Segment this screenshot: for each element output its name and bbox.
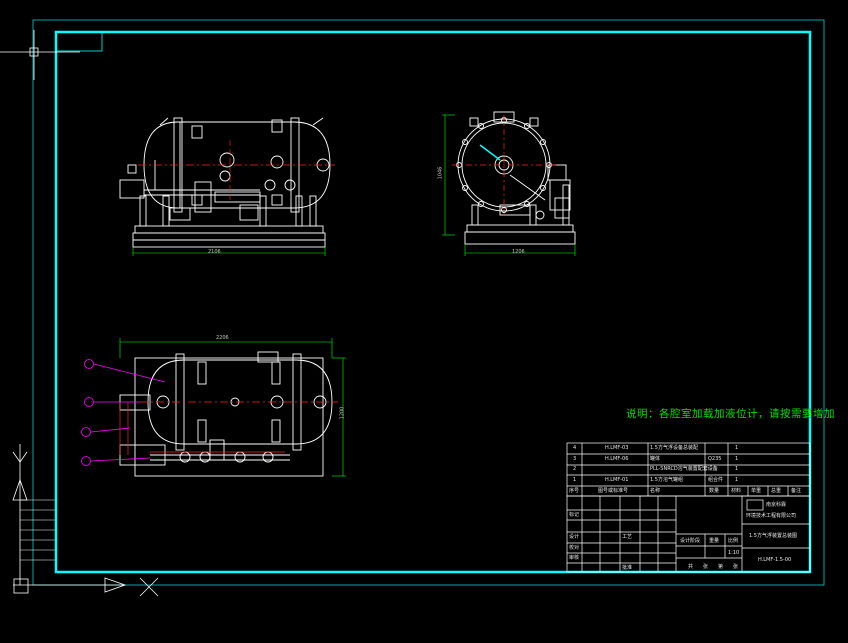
header-cell: 图号或标准号 [598,488,629,494]
header-cell: 数量 [709,488,720,494]
row-label: 工艺 [622,534,633,540]
part-code: H.LMF-06 [605,456,629,462]
part-qty: 1 [735,445,739,451]
dim-plan-width: 2206 [216,335,229,341]
row-label: 校对 [569,545,580,551]
part-qty: 1 [735,477,739,483]
side-view[interactable] [456,111,576,245]
sheet-label: 第 [718,564,724,570]
corner-box [55,31,103,52]
part-no: 3 [573,456,577,462]
part-name: PLL-SNRCD溶气装置配套设备 [650,466,718,472]
part-no: 2 [573,466,577,472]
drawing-number: H.LMF-1.5-00 [758,557,792,563]
row-label: 标记 [569,512,580,518]
row-label: 设计 [569,534,580,540]
drawing-note: 说明：各腔室加载加液位计，请按需要增加 [626,408,835,420]
header-cell: 序号 [569,488,580,494]
header-cell: 总重 [771,488,782,494]
front-view[interactable] [119,117,331,248]
part-name: 罐体 [650,456,661,462]
crosshair-cursor [0,30,80,80]
part-material: 组合件 [708,477,724,483]
drawing-border [54,30,812,574]
part-code: H.LMF-01 [605,477,629,483]
header-cell: 备注 [791,488,802,494]
part-qty: 1 [735,456,739,462]
row-label: 审核 [569,555,580,561]
scale-label: 比例 [728,538,739,544]
stage-label: 设计阶段 [680,538,701,544]
company-name-1: 南京科霖 [766,502,787,508]
front-dimension [132,247,326,256]
part-code: H.LMF-03 [605,445,629,451]
part-name: 1.5方溶气罐组 [650,477,683,483]
part-no: 4 [573,445,577,451]
scale-value: 1:10 [728,550,740,556]
header-cell: 材料 [731,488,742,494]
weight-label: 重量 [709,538,720,544]
sheet-label: 共 [688,564,694,570]
part-name: 1.5方气浮设备总装配 [650,445,698,451]
header-cell: 名称 [650,488,661,494]
part-qty: 1 [735,466,739,472]
part-material: Q235 [708,456,722,462]
dim-plan-height: 1200 [339,406,346,420]
title-block[interactable] [566,495,811,573]
dim-front-width: 2106 [208,249,221,255]
header-cell: 单重 [751,488,762,494]
plan-view[interactable] [119,351,333,477]
part-no: 1 [573,477,577,483]
side-dimension [442,114,576,256]
outer-frame [32,19,825,586]
sheet-label: 张 [733,564,739,570]
drawing-title: 1.5方气浮装置总装图 [749,533,797,539]
parts-list-table[interactable] [566,442,811,497]
ucs-icon [12,444,159,597]
dim-side-height: 1046 [437,166,444,180]
plan-dimension [119,338,346,477]
row-label: 批准 [622,565,633,571]
sheet-label: 张 [703,564,709,570]
part-balloons[interactable] [81,359,166,466]
company-name-2: 环境技术工程有限公司 [746,513,797,519]
dim-side-width: 1206 [512,249,525,255]
